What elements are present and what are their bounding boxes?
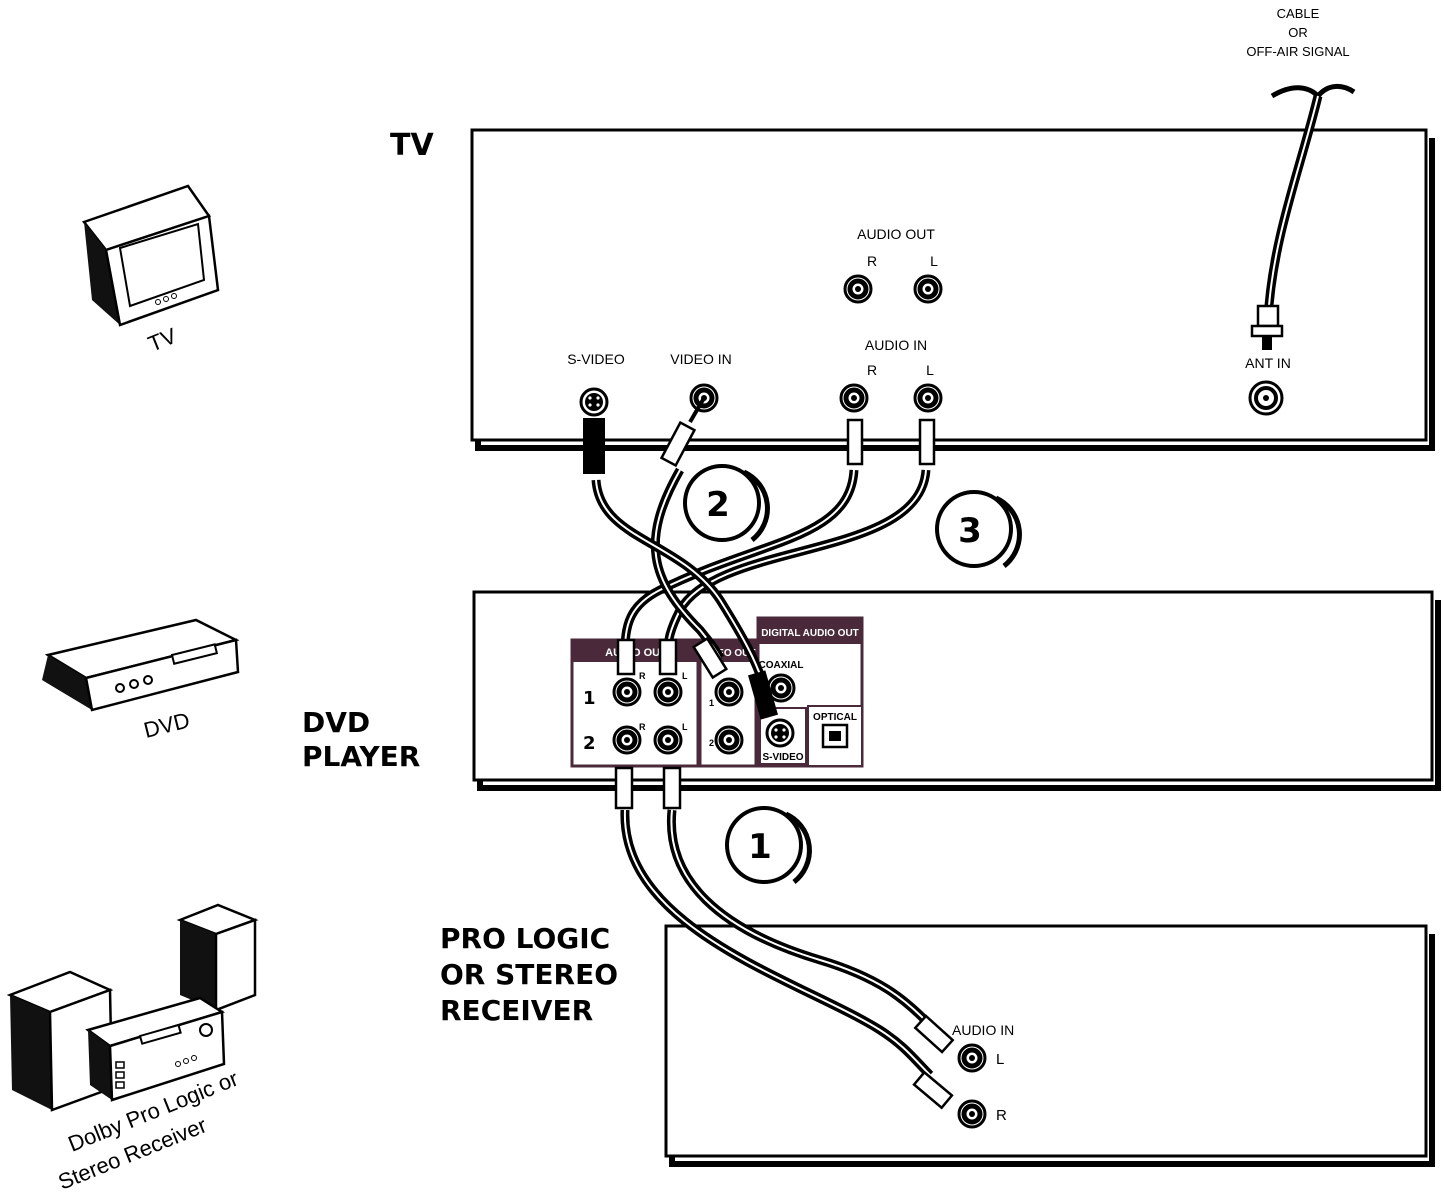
receiver-audio-in-r-jack[interactable] [959, 1101, 985, 1127]
cable-1-audio-l [662, 766, 955, 1054]
tv-audio-in-r-jack[interactable] [841, 385, 867, 411]
receiver-heading-line1: PRO LOGIC [440, 922, 610, 955]
cable-3-audio-l [658, 418, 936, 676]
dvd-heading-line2: PLAYER [302, 740, 420, 773]
tv-audio-out-l-label: L [930, 253, 938, 269]
dvd-audio-out-2-l-jack[interactable] [655, 727, 681, 753]
tv-audio-out-r-jack[interactable] [845, 276, 871, 302]
tv-audio-out-l-jack[interactable] [915, 276, 941, 302]
receiver-heading-line3: RECEIVER [440, 994, 593, 1027]
tv-audio-out-r-label: R [867, 253, 877, 269]
tv-audio-out-label: AUDIO OUT [857, 226, 935, 242]
tv-audio-in-l-jack[interactable] [915, 385, 941, 411]
dvd-digital-audio-out-label: DIGITAL AUDIO OUT [761, 628, 859, 639]
tv-audio-in-label: AUDIO IN [865, 337, 927, 353]
dvd-audio-out-label: AUDIO OUT [605, 647, 667, 659]
receiver-back-panel [664, 924, 1435, 1167]
dvd-video-row2-label: 2 [709, 738, 714, 748]
tv-back-panel [470, 128, 1435, 451]
step-2-number: 2 [706, 485, 730, 525]
dvd-heading-line1: DVD [302, 706, 370, 739]
dvd-row2-label: 2 [583, 733, 596, 754]
dvd-row2-r-label: R [639, 722, 646, 732]
dvd-video-out-label: VIDEO OUT [700, 648, 755, 659]
dvd-audio-out-1-l-jack[interactable] [655, 679, 681, 705]
dvd-video-out-1-jack[interactable] [716, 679, 742, 705]
tv-audio-in-r-label: R [867, 362, 877, 378]
signal-label-line2: OR [1288, 25, 1308, 40]
dvd-s-video-jack[interactable] [765, 718, 795, 748]
step-3-number: 3 [958, 511, 982, 551]
dvd-s-video-label: S-VIDEO [762, 752, 803, 763]
cable-1-audio-r [614, 766, 954, 1110]
tv-icon [81, 184, 220, 327]
receiver-heading-line2: OR STEREO [440, 958, 618, 991]
dvd-video-row1-label: 1 [709, 698, 714, 708]
signal-label-line3: OFF-AIR SIGNAL [1246, 44, 1349, 59]
dvd-optical-label: OPTICAL [813, 712, 857, 723]
step-badge-2 [683, 464, 770, 542]
cable-3-audio-r [616, 418, 864, 676]
cable-s-video [583, 418, 778, 720]
tv-s-video-jack[interactable] [579, 387, 609, 417]
receiver-icon [6, 903, 259, 1112]
dvd-row1-l-label: L [682, 671, 688, 681]
dvd-row1-label: 1 [583, 688, 596, 709]
tv-ant-in-jack[interactable] [1248, 380, 1284, 416]
dvd-video-out-2-jack[interactable] [716, 727, 742, 753]
step-1-number: 1 [748, 827, 772, 867]
dvd-audio-out-2-r-jack[interactable] [614, 727, 640, 753]
step-badge-3 [935, 490, 1022, 568]
signal-label-line1: CABLE [1277, 6, 1320, 21]
tv-audio-in-l-label: L [926, 362, 934, 378]
tv-heading: TV [390, 128, 434, 163]
cable-2-video [650, 396, 729, 680]
dvd-optical-jack[interactable] [821, 723, 849, 749]
tv-icon-caption: TV [145, 323, 181, 357]
step-badge-1 [725, 806, 812, 884]
receiver-l-label: L [996, 1051, 1004, 1068]
receiver-audio-in-label: AUDIO IN [952, 1022, 1014, 1038]
dvd-audio-out-1-r-jack[interactable] [614, 679, 640, 705]
receiver-r-label: R [996, 1107, 1007, 1124]
antenna-cable [1250, 84, 1356, 350]
receiver-audio-in-l-jack[interactable] [959, 1045, 985, 1071]
tv-s-video-label: S-VIDEO [567, 351, 625, 367]
dvd-coaxial-label: COAXIAL [759, 660, 804, 671]
dvd-icon [42, 618, 240, 712]
dvd-row1-r-label: R [639, 671, 646, 681]
dvd-icon-caption: DVD [141, 707, 192, 742]
tv-ant-in-label: ANT IN [1245, 355, 1291, 371]
dvd-row2-l-label: L [682, 722, 688, 732]
tv-video-in-label: VIDEO IN [670, 351, 731, 367]
